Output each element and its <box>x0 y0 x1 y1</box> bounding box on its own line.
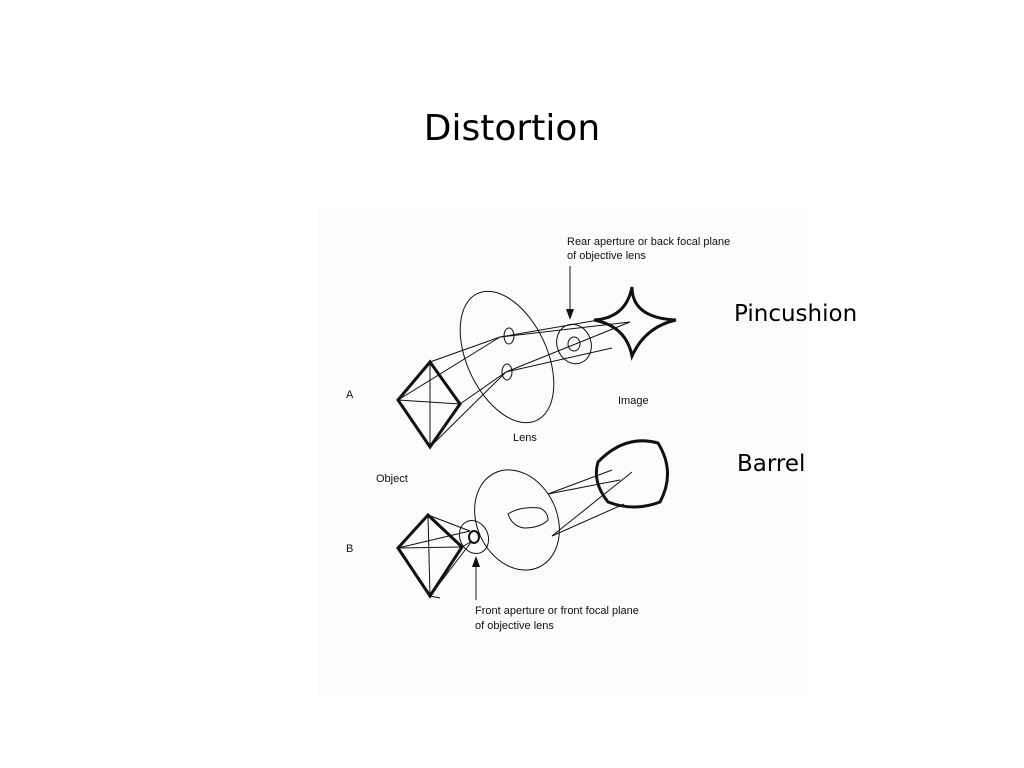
front-aperture-label-line2: of objective lens <box>475 620 554 632</box>
front-aperture-arrow <box>472 556 480 600</box>
panel-a-object <box>396 359 462 450</box>
panel-b-label: B <box>346 543 353 555</box>
panel-a-rear-aperture <box>556 323 592 365</box>
barrel-label: Barrel <box>737 451 806 477</box>
slide-title: Distortion <box>423 108 601 149</box>
panel-a-rays <box>397 317 631 448</box>
pincushion-label: Pincushion <box>734 301 858 327</box>
pincushion-image-shape <box>593 286 677 361</box>
panel-b-front-aperture <box>458 519 490 555</box>
rear-aperture-label-line1: Rear aperture or back focal plane <box>567 236 730 248</box>
panel-a-label: A <box>346 389 354 401</box>
front-aperture-label-line1: Front aperture or front focal plane <box>475 605 639 617</box>
rear-aperture-arrow <box>566 266 574 320</box>
panel-b-object <box>396 512 464 599</box>
barrel-image-shape <box>594 439 670 509</box>
lens-label: Lens <box>513 432 537 444</box>
image-label: Image <box>618 395 649 407</box>
panel-b-rays <box>397 469 633 597</box>
panel-b-lens <box>474 469 560 571</box>
rear-aperture-label-line2: of objective lens <box>567 250 646 262</box>
object-label: Object <box>376 473 408 485</box>
panel-a-lens <box>459 290 555 424</box>
figure-background <box>318 208 808 696</box>
